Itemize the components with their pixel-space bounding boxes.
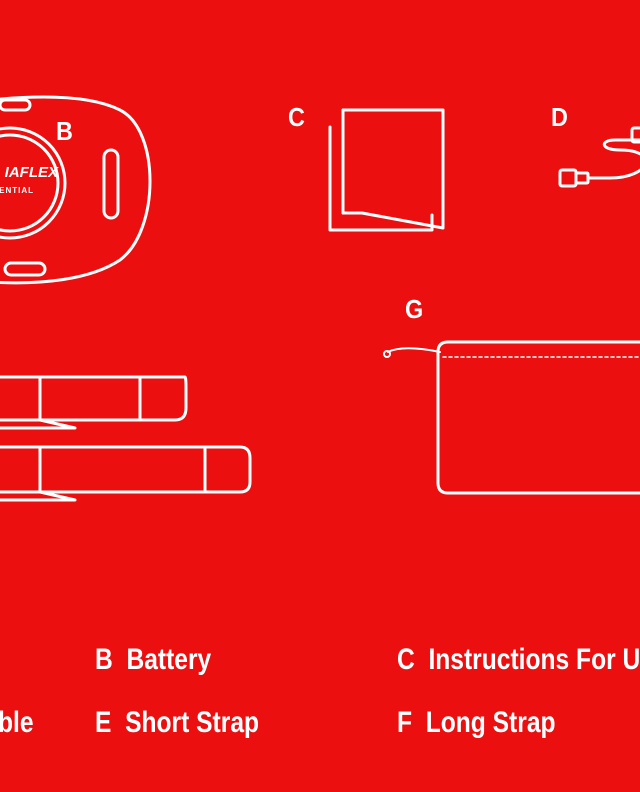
- legend-text: ble: [0, 706, 34, 739]
- legend-text: Short Strap: [125, 706, 260, 739]
- legend-letter: C: [397, 643, 415, 676]
- legend-letter: B: [95, 643, 113, 676]
- legend-item-short-strap: E Short Strap: [95, 708, 259, 738]
- instructions-drawing: [328, 108, 445, 232]
- pouch-drawing: [383, 340, 640, 495]
- legend-item-cable: ble: [0, 708, 34, 738]
- letter-g-marker: G: [405, 294, 424, 324]
- legend-item-instructions: C Instructions For U: [397, 645, 640, 675]
- legend-text: Long Strap: [425, 706, 556, 739]
- short-strap-drawing: [0, 375, 188, 430]
- letter-b-marker: B: [56, 116, 73, 146]
- letter-d-marker: D: [551, 102, 568, 132]
- legend-letter: F: [397, 706, 413, 739]
- long-strap-drawing: [0, 445, 252, 502]
- legend-item-long-strap: F Long Strap: [397, 708, 556, 738]
- legend-item-battery: B Battery: [95, 645, 211, 675]
- battery-brand-text: IAFLEX: [5, 164, 59, 181]
- battery-device-drawing: IAFLEX SENTIAL: [0, 95, 152, 285]
- legend-letter: E: [95, 706, 112, 739]
- letter-c-marker: C: [288, 102, 305, 132]
- charging-cable-drawing: [558, 126, 640, 188]
- battery-model-text: SENTIAL: [0, 186, 34, 195]
- legend-text: Battery: [126, 643, 212, 676]
- legend-text: Instructions For U: [428, 643, 640, 676]
